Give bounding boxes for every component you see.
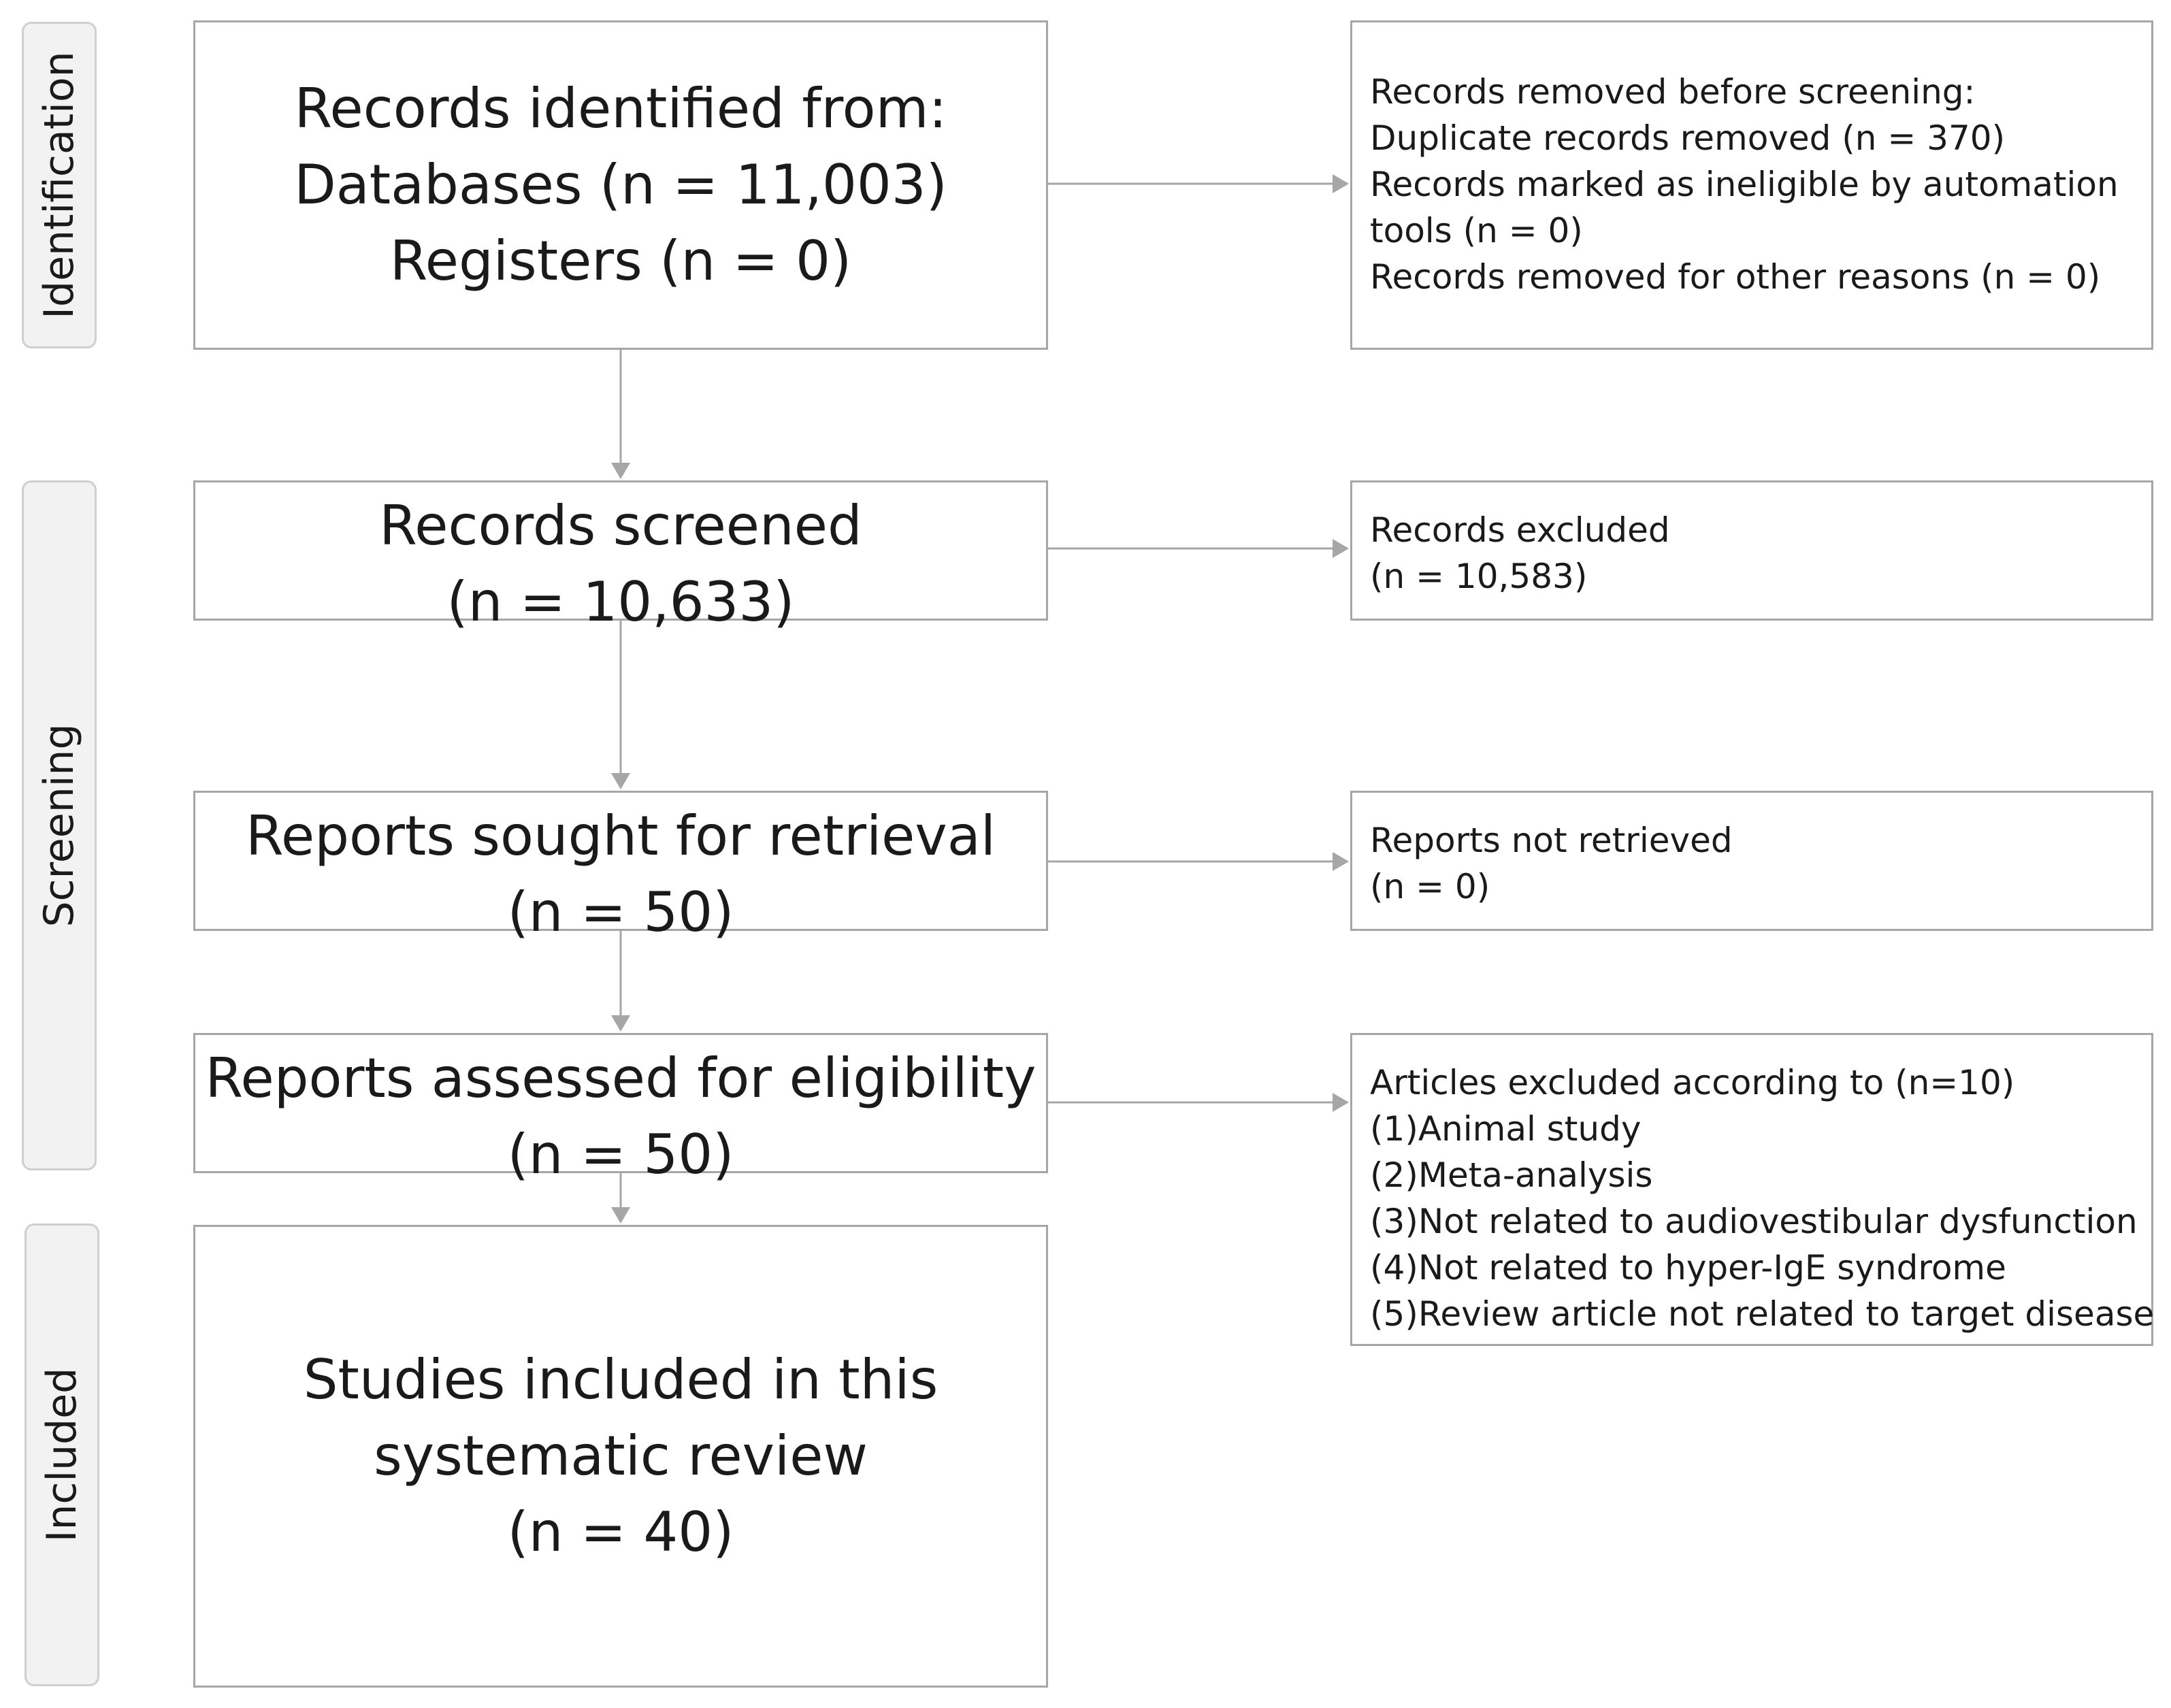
studies-included-box: Studies included in this systematic revi… <box>193 1225 1048 1688</box>
reports-not-retrieved-count: (n = 0) <box>1370 867 1490 906</box>
articles-excluded-box: Articles excluded according to (n=10) (1… <box>1350 1033 2155 1346</box>
arrowhead-included <box>611 1207 630 1223</box>
records-identified-box: Records identified from: Databases (n = … <box>193 20 1048 350</box>
records-screened-label: Records screened <box>379 494 862 557</box>
records-excluded-box: Records excluded (n = 10,583) <box>1350 480 2153 621</box>
arrowhead-assessed <box>611 1015 630 1032</box>
reports-not-retrieved-label: Reports not retrieved <box>1370 821 1733 860</box>
excluded-reason-5: (5)Review article not related to target … <box>1370 1294 2155 1334</box>
records-screened-box: Records screened (n = 10,633) <box>193 480 1048 634</box>
studies-included-count: (n = 40) <box>507 1500 734 1564</box>
reports-sought-box: Reports sought for retrieval (n = 50) <box>193 791 1048 944</box>
articles-excluded-heading: Articles excluded according to (n=10) <box>1370 1063 2015 1102</box>
duplicate-records-removed: Duplicate records removed (n = 370) <box>1370 118 2006 158</box>
phase-identification: Identification <box>22 22 97 348</box>
arrowhead-screened <box>611 463 630 479</box>
removed-other-reasons: Records removed for other reasons (n = 0… <box>1370 257 2101 297</box>
reports-sought-label: Reports sought for retrieval <box>246 804 996 868</box>
excluded-reason-3: (3)Not related to audiovestibular dysfun… <box>1370 1202 2138 1241</box>
phase-screening: Screening <box>22 480 97 1170</box>
records-excluded-count: (n = 10,583) <box>1370 557 1588 596</box>
studies-included-line-2: systematic review <box>374 1424 868 1488</box>
arrowhead-excluded <box>1333 539 1349 558</box>
reports-not-retrieved-box: Reports not retrieved (n = 0) <box>1350 791 2153 931</box>
studies-included-line-1: Studies included in this <box>303 1348 938 1411</box>
excluded-reason-1: (1)Animal study <box>1370 1109 1642 1149</box>
arrowhead-sought <box>611 773 630 789</box>
records-removed-heading: Records removed before screening: <box>1370 72 1976 112</box>
records-identified-line-1: Records identified from: <box>294 77 947 140</box>
records-removed-box: Records removed before screening: Duplic… <box>1350 20 2153 350</box>
arrowhead-removed <box>1333 174 1349 193</box>
arrowhead-not-retrieved <box>1333 852 1349 871</box>
records-identified-registers: Registers (n = 0) <box>389 229 852 293</box>
records-identified-databases: Databases (n = 11,003) <box>294 153 947 216</box>
records-excluded-label: Records excluded <box>1370 510 1670 550</box>
phase-included: Included <box>25 1223 99 1686</box>
reports-assessed-label: Reports assessed for eligibility <box>205 1047 1036 1110</box>
arrowhead-articles-excluded <box>1333 1093 1349 1112</box>
excluded-reason-2: (2)Meta-analysis <box>1370 1155 1653 1195</box>
ineligible-by-automation-count: tools (n = 0) <box>1370 211 1583 250</box>
excluded-reason-4: (4)Not related to hyper-IgE syndrome <box>1370 1248 2006 1287</box>
ineligible-by-automation: Records marked as ineligible by automati… <box>1370 165 2119 204</box>
